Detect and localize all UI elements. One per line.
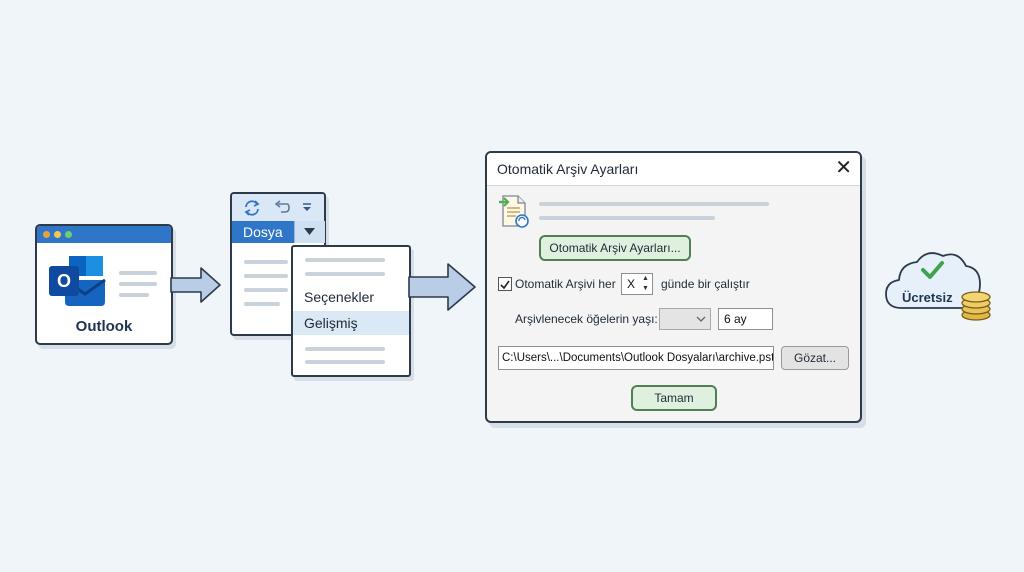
autoarchive-dialog: Otomatik Arşiv Ayarları ✕ Otomatik Arşiv… [485, 151, 862, 423]
quick-access-toolbar [232, 194, 324, 222]
text-line [244, 302, 280, 306]
run-every-value: X [627, 277, 636, 291]
outlook-label: Outlook [75, 318, 133, 335]
window-dot-icon [54, 231, 61, 238]
chevron-down-icon [696, 316, 706, 322]
text-line [539, 202, 769, 206]
run-every-stepper[interactable]: X ▲ ▼ [621, 273, 653, 295]
text-line [244, 260, 288, 264]
spin-down-icon[interactable]: ▼ [642, 285, 649, 292]
outlook-titlebar [37, 226, 171, 243]
chevron-down-icon [304, 228, 315, 235]
text-line [119, 271, 157, 275]
age-label: Arşivlenecek öğelerin yaşı: [515, 312, 658, 326]
svg-text:O: O [57, 271, 71, 291]
outlook-logo-icon: O [49, 256, 106, 306]
spin-up-icon[interactable]: ▲ [642, 275, 649, 282]
dialog-titlebar: Otomatik Arşiv Ayarları ✕ [487, 153, 860, 186]
window-dot-icon [65, 231, 72, 238]
dialog-title: Otomatik Arşiv Ayarları [497, 161, 639, 177]
run-every-suffix: günde bir çalıştır [661, 277, 750, 291]
free-label: Ücretsiz [902, 290, 953, 305]
text-line [244, 274, 288, 278]
run-every-label: Otomatik Arşivi her [515, 277, 616, 291]
archive-document-icon [499, 195, 529, 228]
text-line [244, 288, 288, 292]
autoarchive-settings-button[interactable]: Otomatik Arşiv Ayarları... [539, 235, 691, 261]
arrow-right-icon [170, 267, 221, 303]
menu-item-secenekler[interactable]: Seçenekler [304, 289, 375, 305]
age-unit-dropdown[interactable] [659, 308, 711, 330]
outlook-window: O Outlook [35, 224, 173, 345]
text-line [539, 216, 715, 220]
text-line [305, 347, 385, 351]
tab-dropdown-button[interactable] [294, 221, 325, 243]
ribbon-panel: Dosya [230, 192, 326, 336]
cloud-check-icon [885, 252, 991, 321]
menu-item-gelismis[interactable]: Gelişmiş [293, 311, 409, 335]
arrow-right-icon [408, 263, 476, 311]
coins-icon [961, 291, 991, 321]
tab-dosya[interactable]: Dosya [232, 221, 294, 243]
checkmark-icon [500, 280, 510, 290]
text-line [119, 293, 149, 297]
ok-button[interactable]: Tamam [631, 385, 717, 411]
file-menu: Seçenekler Gelişmiş [291, 245, 411, 377]
close-icon[interactable]: ✕ [835, 157, 852, 179]
text-line [119, 282, 157, 286]
text-line [305, 258, 385, 262]
customize-toolbar-icon[interactable] [302, 203, 312, 212]
run-every-checkbox[interactable] [498, 277, 512, 291]
undo-icon[interactable] [273, 200, 290, 215]
sync-icon[interactable] [243, 199, 261, 216]
age-value-field[interactable]: 6 ay [718, 308, 773, 330]
browse-button[interactable]: Gözat... [781, 346, 849, 370]
window-dot-icon [43, 231, 50, 238]
archive-path-field[interactable]: C:\Users\...\Documents\Outlook Dosyaları… [498, 346, 774, 370]
text-line [305, 360, 385, 364]
text-line [305, 272, 385, 276]
